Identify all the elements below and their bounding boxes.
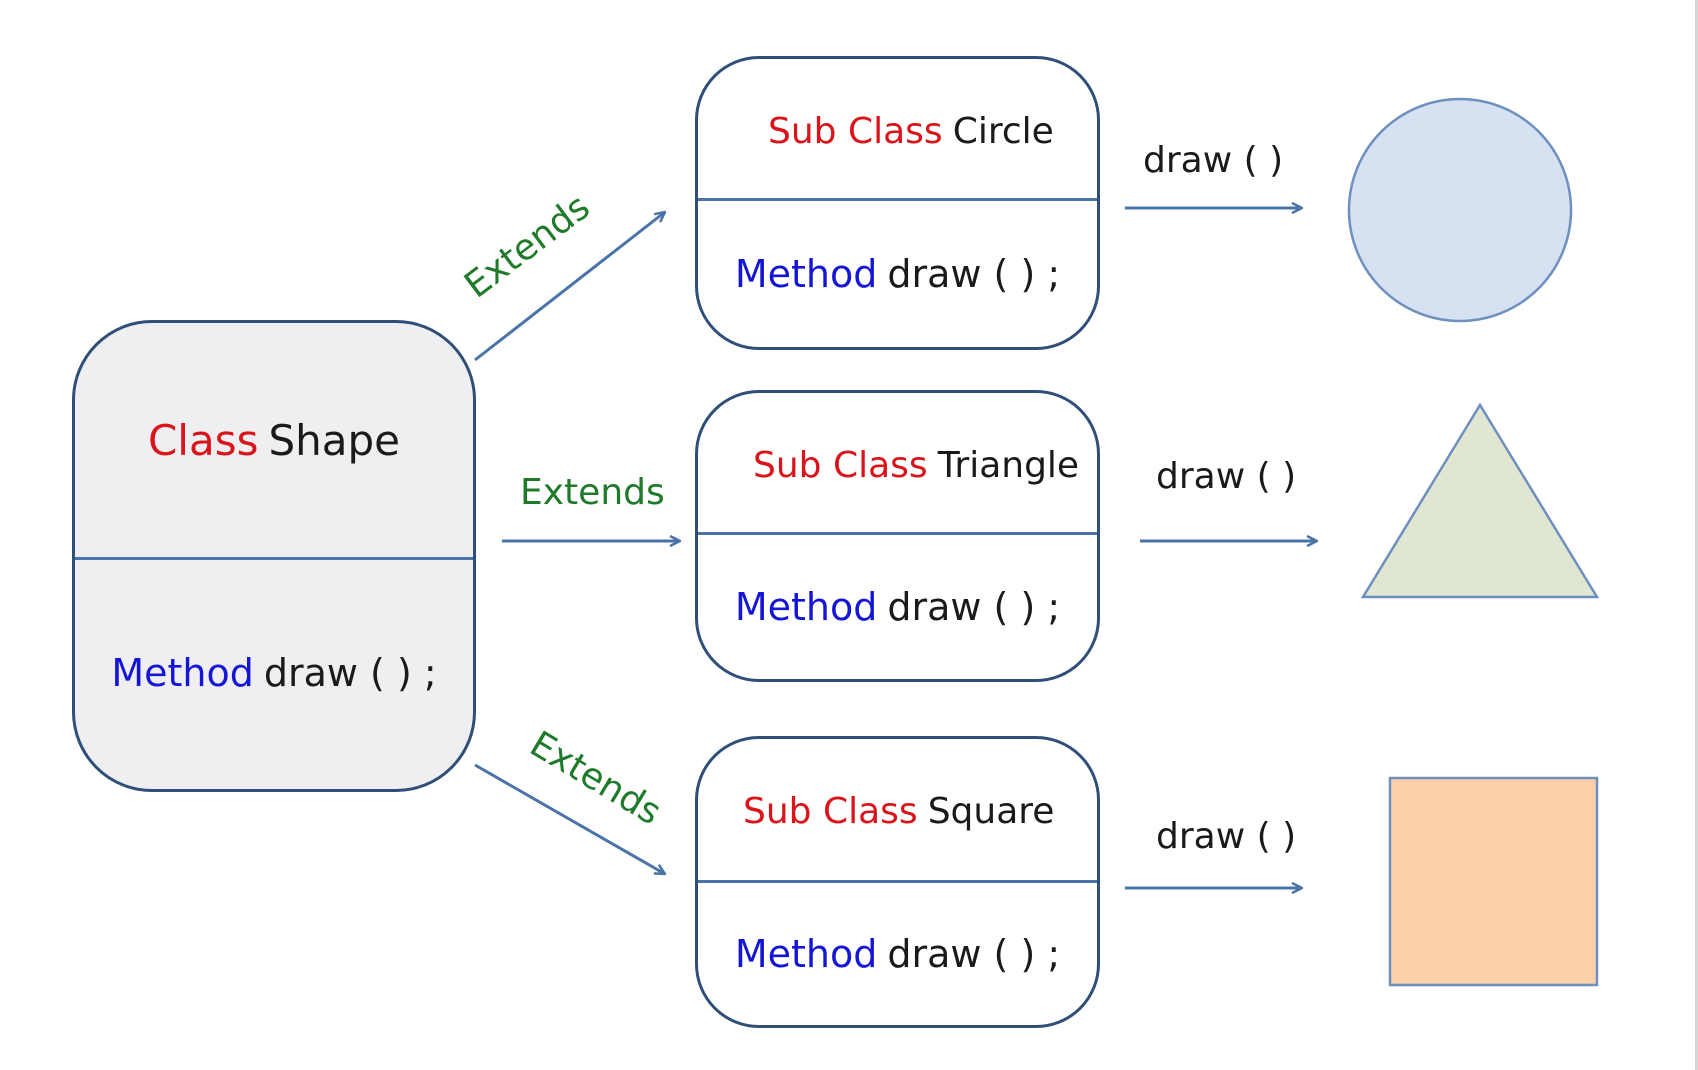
- circle-shape: [1347, 97, 1573, 323]
- subclass-keyword: Sub Class: [743, 791, 918, 832]
- subclass-keyword: Sub Class: [753, 445, 928, 486]
- subclass-keyword: Sub Class: [768, 111, 943, 152]
- extends-arrow-circle: [474, 212, 665, 362]
- extends-arrow-square: [474, 763, 665, 874]
- method-keyword: Method: [734, 252, 878, 296]
- extends-label-triangle: Extends: [520, 472, 665, 513]
- method-signature: draw ( ) ;: [887, 932, 1061, 976]
- draw-call-label-circle: draw ( ): [1143, 140, 1284, 181]
- class-name: Shape: [268, 415, 401, 465]
- draw-call-label-square: draw ( ): [1156, 816, 1297, 857]
- method-keyword: Method: [734, 585, 878, 629]
- triangle-shape: [1360, 402, 1600, 599]
- method-keyword: Method: [111, 651, 254, 695]
- class-keyword: Class: [147, 415, 259, 465]
- square-shape: [1388, 776, 1599, 987]
- subclass-name: Triangle: [937, 445, 1080, 486]
- method-signature: draw ( ) ;: [263, 651, 437, 695]
- subclass-name: Square: [927, 791, 1055, 832]
- subclass-name: Circle: [952, 111, 1054, 152]
- method-keyword: Method: [734, 932, 878, 976]
- method-signature: draw ( ) ;: [887, 585, 1061, 629]
- draw-call-label-triangle: draw ( ): [1156, 456, 1297, 497]
- method-signature: draw ( ) ;: [887, 252, 1061, 296]
- frame-edge: [1695, 0, 1698, 1070]
